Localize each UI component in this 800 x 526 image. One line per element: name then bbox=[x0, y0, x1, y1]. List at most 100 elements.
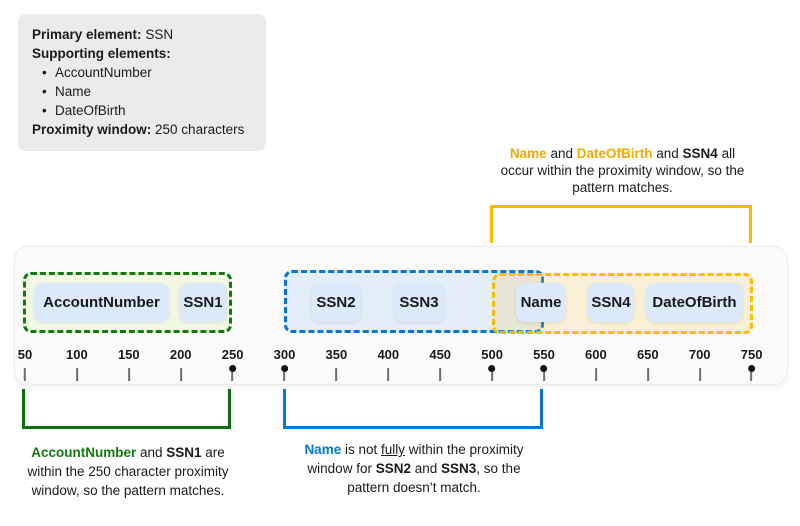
caption-segment: and bbox=[546, 146, 577, 161]
caption-line: window, so the pattern matches. bbox=[10, 481, 246, 500]
ruler-tick-mark bbox=[335, 368, 338, 381]
ruler-tick-750: 750 bbox=[740, 347, 763, 381]
ruler-tick-label: 300 bbox=[273, 347, 296, 362]
caption-segment: within the proximity bbox=[405, 442, 524, 457]
ruler-tick-mark bbox=[750, 372, 753, 381]
window-boundary-marker-icon bbox=[280, 365, 288, 372]
ruler-tick-350: 350 bbox=[326, 347, 347, 381]
caption-segment: is not bbox=[341, 442, 381, 457]
proximity-window-label: Proximity window: bbox=[32, 122, 152, 137]
ruler-tick-label: 50 bbox=[17, 347, 33, 362]
caption-segment: window, so the pattern matches. bbox=[31, 483, 225, 498]
caption-segment: pattern doesn’t match. bbox=[347, 480, 481, 495]
caption-segment: SSN1 bbox=[166, 445, 202, 460]
caption-line: Name and DateOfBirth and SSN4 all bbox=[455, 145, 790, 162]
supporting-elements-label: Supporting elements: bbox=[32, 46, 171, 61]
ruler-tick-mark bbox=[646, 368, 649, 381]
element-box-ssn4: SSN4 bbox=[588, 283, 634, 322]
bullet-icon: • bbox=[42, 84, 47, 99]
supporting-element-name: AccountNumber bbox=[55, 65, 152, 80]
ruler-tick-label: 250 bbox=[221, 347, 244, 362]
supporting-elements-list: •AccountNumber • Name • DateOfBirth bbox=[32, 63, 252, 120]
pattern-definition-box: Primary element: SSN Supporting elements… bbox=[18, 14, 266, 151]
ruler-tick-100: 100 bbox=[66, 347, 88, 381]
element-box-ssn2: SSN2 bbox=[311, 283, 361, 322]
ruler-tick-label: 550 bbox=[533, 347, 555, 362]
window-boundary-marker-icon bbox=[229, 365, 237, 372]
caption-segment: and bbox=[136, 445, 167, 460]
caption-segment: and bbox=[652, 146, 683, 161]
caption-segment: pattern matches. bbox=[572, 180, 673, 195]
caption-segment: within the 250 character proximity bbox=[27, 464, 229, 479]
ruler-tick-600: 600 bbox=[585, 347, 607, 381]
element-box-ssn1: SSN1 bbox=[179, 283, 227, 322]
bullet-icon: • bbox=[42, 103, 47, 118]
ruler-tick-mark bbox=[179, 368, 182, 381]
ruler-tick-label: 400 bbox=[377, 347, 400, 362]
ruler-tick-300: 300 bbox=[273, 347, 296, 381]
caption-line: window for SSN2 and SSN3, so the bbox=[272, 459, 556, 478]
window-boundary-marker-icon bbox=[488, 365, 496, 372]
orange-window-bracket bbox=[490, 205, 752, 243]
ruler-tick-550: 550 bbox=[533, 347, 555, 381]
ruler-tick-650: 650 bbox=[637, 347, 659, 381]
element-box-accountnumber: AccountNumber bbox=[34, 283, 169, 322]
caption-segment: SSN3 bbox=[441, 461, 477, 476]
ruler-tick-label: 750 bbox=[740, 347, 763, 362]
caption-line: pattern doesn’t match. bbox=[272, 478, 556, 497]
primary-element-label: Primary element: bbox=[32, 27, 142, 42]
ruler-tick-mark bbox=[491, 372, 494, 381]
caption-segment: Name bbox=[509, 146, 547, 161]
caption-line: Name is not fully within the proximity bbox=[272, 440, 556, 459]
ruler-tick-label: 100 bbox=[66, 347, 88, 362]
caption-segment: AccountNumber bbox=[31, 445, 137, 460]
supporting-element-name: Name bbox=[55, 84, 92, 99]
primary-element-value: SSN bbox=[145, 27, 174, 42]
caption-segment: DateOfBirth bbox=[576, 146, 653, 161]
blue-window-bracket bbox=[283, 389, 543, 429]
caption-segment: all bbox=[717, 146, 736, 161]
primary-element-line: Primary element: SSN bbox=[32, 25, 252, 44]
caption-segment: , so the bbox=[476, 461, 521, 476]
element-box-ssn3: SSN3 bbox=[394, 283, 444, 322]
element-box-dateofbirth: DateOfBirth bbox=[646, 283, 743, 322]
caption-segment: SSN2 bbox=[375, 461, 411, 476]
caption-segment: fully bbox=[381, 442, 406, 457]
caption-segment: window for bbox=[307, 461, 376, 476]
ruler-tick-200: 200 bbox=[170, 347, 192, 381]
ruler-tick-mark bbox=[542, 372, 545, 381]
ruler-tick-mark bbox=[75, 368, 78, 381]
ruler-tick-label: 200 bbox=[169, 347, 192, 362]
ruler-tick-mark bbox=[24, 368, 26, 381]
caption-segment: and bbox=[410, 461, 442, 476]
supporting-element-item: •AccountNumber bbox=[42, 63, 252, 82]
ruler-tick-mark bbox=[594, 368, 597, 381]
caption-segment: SSN4 bbox=[682, 146, 718, 161]
ruler-tick-label: 500 bbox=[481, 347, 503, 362]
ruler-tick-label: 650 bbox=[636, 347, 659, 362]
ruler-tick-250: 250 bbox=[221, 347, 244, 381]
ruler-tick-mark bbox=[283, 372, 286, 381]
proximity-window-line: Proximity window: 250 characters bbox=[32, 120, 252, 139]
proximity-window-value: 250 characters bbox=[155, 122, 245, 137]
ruler-tick-mark bbox=[127, 368, 130, 381]
ruler-tick-label: 450 bbox=[429, 347, 452, 362]
window-boundary-marker-icon bbox=[540, 365, 548, 372]
supporting-elements-line: Supporting elements: bbox=[32, 44, 252, 63]
ruler-tick-label: 600 bbox=[585, 347, 607, 362]
caption-segment: are bbox=[201, 445, 225, 460]
ruler-tick-50: 50 bbox=[18, 347, 32, 381]
green-window-bracket bbox=[22, 389, 231, 429]
ruler-tick-150: 150 bbox=[118, 347, 140, 381]
ruler-tick-label: 150 bbox=[117, 347, 140, 362]
supporting-element-item: • DateOfBirth bbox=[42, 101, 252, 120]
window-boundary-marker-icon bbox=[748, 365, 756, 372]
ruler-tick-mark bbox=[231, 372, 234, 381]
ruler-tick-450: 450 bbox=[429, 347, 451, 381]
supporting-element-name: DateOfBirth bbox=[55, 103, 126, 118]
ruler-tick-label: 700 bbox=[688, 347, 711, 362]
caption-segment: occur within the proximity window, so th… bbox=[500, 163, 745, 178]
